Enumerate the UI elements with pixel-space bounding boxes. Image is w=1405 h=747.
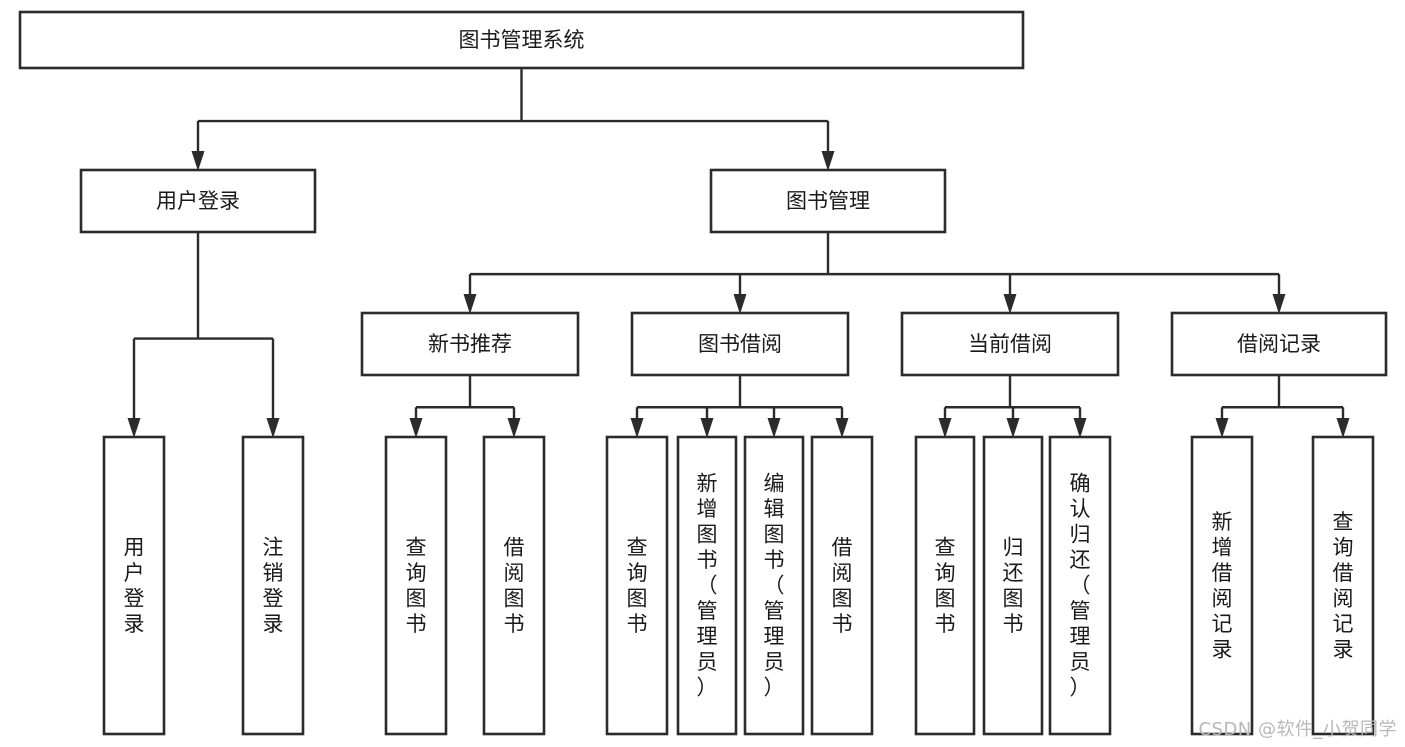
node-label: 新书推荐	[428, 332, 512, 356]
node-box	[1190, 435, 1254, 736]
node-box	[79, 168, 317, 234]
node-label: 查询借阅记录	[1333, 510, 1354, 662]
node-label: 确认归还（管理员）	[1070, 472, 1091, 700]
node-leaf_12[interactable]: 新增借阅记录	[1190, 435, 1254, 736]
node-box	[102, 435, 166, 736]
node-label: 查询图书	[627, 535, 648, 636]
node-leaf_2[interactable]: 注销登录	[241, 435, 305, 736]
connector-layer	[127, 68, 1350, 438]
node-label: 用户登录	[124, 535, 145, 636]
node-box	[630, 311, 850, 377]
edge-group-l2_a	[127, 232, 280, 438]
arrow-head-icon	[1336, 418, 1350, 438]
node-box	[605, 435, 669, 736]
edge-group-l3_a	[409, 375, 521, 438]
node-label: 图书借阅	[698, 332, 782, 356]
node-leaf_13[interactable]: 查询借阅记录	[1311, 435, 1375, 736]
node-box	[810, 435, 874, 736]
arrow-head-icon	[1003, 294, 1017, 314]
node-label: 查询图书	[406, 535, 427, 636]
arrow-head-icon	[266, 418, 280, 438]
node-layer: 图书管理系统用户登录图书管理新书推荐图书借阅当前借阅借阅记录用户登录注销登录查询…	[18, 10, 1388, 736]
node-label: 归还图书	[1003, 535, 1024, 636]
node-box	[241, 435, 305, 736]
node-leaf_6[interactable]: 新增图书（管理员）	[676, 435, 738, 736]
node-leaf_7[interactable]: 编辑图书（管理员）	[743, 435, 805, 736]
arrow-head-icon	[630, 418, 644, 438]
edge-group-l2_b	[463, 232, 1286, 314]
node-box	[1311, 435, 1375, 736]
arrow-head-icon	[938, 418, 952, 438]
arrow-head-icon	[191, 151, 205, 171]
node-leaf_4[interactable]: 借阅图书	[482, 435, 546, 736]
node-box	[384, 435, 448, 736]
node-l3_a[interactable]: 新书推荐	[360, 311, 580, 377]
node-label: 借阅图书	[504, 535, 525, 636]
node-box	[1048, 435, 1112, 736]
node-label: 注销登录	[263, 535, 284, 636]
node-leaf_11[interactable]: 确认归还（管理员）	[1048, 435, 1112, 736]
node-label: 编辑图书（管理员）	[764, 472, 785, 700]
arrow-head-icon	[835, 418, 849, 438]
node-label: 新增借阅记录	[1212, 510, 1233, 662]
node-box	[18, 10, 1025, 70]
node-box	[482, 435, 546, 736]
node-l2_b[interactable]: 图书管理	[709, 168, 947, 234]
node-label: 图书管理	[786, 189, 870, 213]
arrow-head-icon	[733, 294, 747, 314]
node-label: 新增图书（管理员）	[697, 472, 718, 700]
node-box	[743, 435, 805, 736]
node-box	[900, 311, 1120, 377]
node-box	[676, 435, 738, 736]
arrow-head-icon	[821, 151, 835, 171]
node-box	[360, 311, 580, 377]
node-l3_d[interactable]: 借阅记录	[1170, 311, 1388, 377]
node-l2_a[interactable]: 用户登录	[79, 168, 317, 234]
node-leaf_3[interactable]: 查询图书	[384, 435, 448, 736]
node-box	[982, 435, 1044, 736]
node-leaf_8[interactable]: 借阅图书	[810, 435, 874, 736]
edge-group-l3_d	[1215, 375, 1350, 438]
node-root[interactable]: 图书管理系统	[18, 10, 1025, 70]
arrow-head-icon	[700, 418, 714, 438]
node-leaf_10[interactable]: 归还图书	[982, 435, 1044, 736]
node-label: 借阅记录	[1237, 332, 1321, 356]
edge-group-l3_b	[630, 375, 849, 438]
arrow-head-icon	[1006, 418, 1020, 438]
node-label: 当前借阅	[968, 332, 1052, 356]
node-leaf_9[interactable]: 查询图书	[914, 435, 976, 736]
node-label: 借阅图书	[832, 535, 853, 636]
arrow-head-icon	[1272, 294, 1286, 314]
node-box	[709, 168, 947, 234]
arrow-head-icon	[463, 294, 477, 314]
edge-group-l3_c	[938, 375, 1087, 438]
arrow-head-icon	[1073, 418, 1087, 438]
node-label: 用户登录	[156, 189, 240, 213]
arrow-head-icon	[409, 418, 423, 438]
arrow-head-icon	[1215, 418, 1229, 438]
arrow-head-icon	[507, 418, 521, 438]
node-box	[1170, 311, 1388, 377]
node-box	[914, 435, 976, 736]
node-leaf_1[interactable]: 用户登录	[102, 435, 166, 736]
edge-group-root	[191, 68, 835, 171]
arrow-head-icon	[767, 418, 781, 438]
node-l3_b[interactable]: 图书借阅	[630, 311, 850, 377]
node-label: 查询图书	[935, 535, 956, 636]
node-l3_c[interactable]: 当前借阅	[900, 311, 1120, 377]
arrow-head-icon	[127, 418, 141, 438]
node-leaf_5[interactable]: 查询图书	[605, 435, 669, 736]
node-label: 图书管理系统	[459, 28, 585, 52]
